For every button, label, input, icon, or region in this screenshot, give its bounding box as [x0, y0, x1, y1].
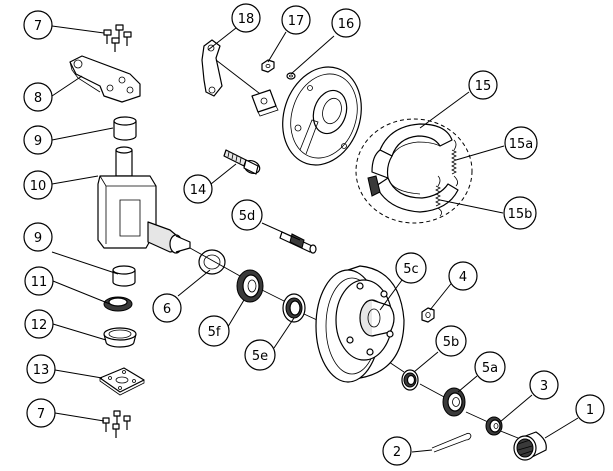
callout-6: 6: [152, 293, 182, 323]
part-cam-bolt: [223, 149, 261, 175]
callout-5e: 5e: [244, 339, 276, 371]
part-seal-washer: [198, 249, 226, 275]
callout-13: 13: [26, 354, 56, 384]
callout-12: 12: [24, 309, 54, 339]
callout-label: 5c: [403, 262, 418, 277]
part-bracket-plate: [251, 89, 279, 117]
part-washer-16: [286, 72, 296, 80]
callout-balloons: 7 8 9 10 9 11 12 13: [23, 3, 605, 466]
callout-label: 17: [288, 14, 305, 29]
part-nut-17: [261, 59, 275, 73]
callout-label: 7: [37, 407, 45, 422]
part-backing-plate: [282, 66, 362, 166]
part-bushing-bottom: [112, 265, 136, 287]
part-mounting-plate: [99, 367, 145, 396]
callout-label: 13: [33, 363, 50, 378]
callout-3: 3: [529, 370, 559, 400]
part-castle-nut: [485, 416, 503, 436]
callout-label: 4: [459, 270, 467, 285]
callout-label: 12: [31, 318, 48, 333]
callout-label: 15a: [509, 137, 534, 152]
part-wheel-stud: [279, 231, 317, 254]
part-bearing-5a: [442, 387, 466, 417]
brake-shoe-group-outline: [355, 118, 473, 224]
callout-9-top: 9: [23, 125, 53, 155]
callout-4: 4: [448, 261, 478, 291]
callout-5c: 5c: [395, 252, 427, 284]
callout-label: 1: [586, 403, 594, 418]
callout-8: 8: [23, 82, 53, 112]
part-brake-shoes: [355, 118, 473, 224]
callout-label: 9: [34, 134, 42, 149]
callout-15: 15: [468, 70, 498, 100]
part-spring-15b: [435, 175, 442, 217]
callout-label: 3: [540, 379, 548, 394]
callout-label: 14: [190, 183, 207, 198]
part-steering-knuckle: [97, 146, 191, 254]
callout-15a: 15a: [504, 126, 538, 160]
callout-label: 2: [393, 445, 401, 460]
callout-label: 5a: [482, 361, 498, 376]
leader-lines: [51, 25, 579, 453]
callout-label: 5f: [208, 325, 221, 340]
part-spring-15a: [451, 139, 458, 187]
part-dust-cap: [513, 431, 547, 461]
callout-1: 1: [575, 394, 605, 424]
part-race-5b: [401, 369, 419, 391]
callout-label: 8: [34, 91, 42, 106]
part-bolts-top: [103, 24, 132, 52]
callout-16: 16: [331, 8, 361, 38]
part-bearing-5f: [236, 269, 264, 303]
callout-label: 15b: [508, 207, 533, 222]
part-bushing-top: [113, 116, 137, 141]
callout-7-bottom: 7: [26, 398, 56, 428]
part-race-5e: [282, 293, 306, 323]
callout-5d: 5d: [231, 199, 263, 231]
callout-5a: 5a: [474, 351, 506, 383]
callout-label: 15: [475, 79, 492, 94]
part-brake-lever: [201, 39, 269, 101]
callout-7-top: 7: [23, 10, 53, 40]
part-brake-drum: [315, 265, 405, 383]
callout-18: 18: [231, 3, 261, 33]
callout-15b: 15b: [503, 196, 537, 230]
callout-label: 6: [163, 302, 171, 317]
part-bearing-11: [103, 296, 133, 312]
callout-2: 2: [382, 436, 412, 466]
callout-label: 9: [34, 231, 42, 246]
callout-label: 11: [31, 275, 48, 290]
callout-14: 14: [183, 174, 213, 204]
callout-10: 10: [23, 170, 53, 200]
part-nut-4: [421, 307, 435, 323]
callout-label: 5e: [252, 349, 268, 364]
part-steering-arm: [69, 55, 141, 103]
part-cotter-pin: [431, 432, 472, 453]
callout-5b: 5b: [435, 325, 467, 357]
callout-label: 5d: [239, 209, 256, 224]
part-race-ring: [103, 327, 137, 348]
callout-5f: 5f: [198, 315, 230, 347]
callout-11: 11: [24, 266, 54, 296]
callout-9-bottom: 9: [23, 222, 53, 252]
callout-label: 5b: [443, 335, 460, 350]
part-bolts-bottom: [102, 410, 131, 438]
callout-label: 7: [34, 19, 42, 34]
callout-label: 10: [30, 179, 47, 194]
callout-label: 18: [238, 12, 255, 27]
callout-label: 16: [338, 17, 355, 32]
callout-17: 17: [281, 5, 311, 35]
